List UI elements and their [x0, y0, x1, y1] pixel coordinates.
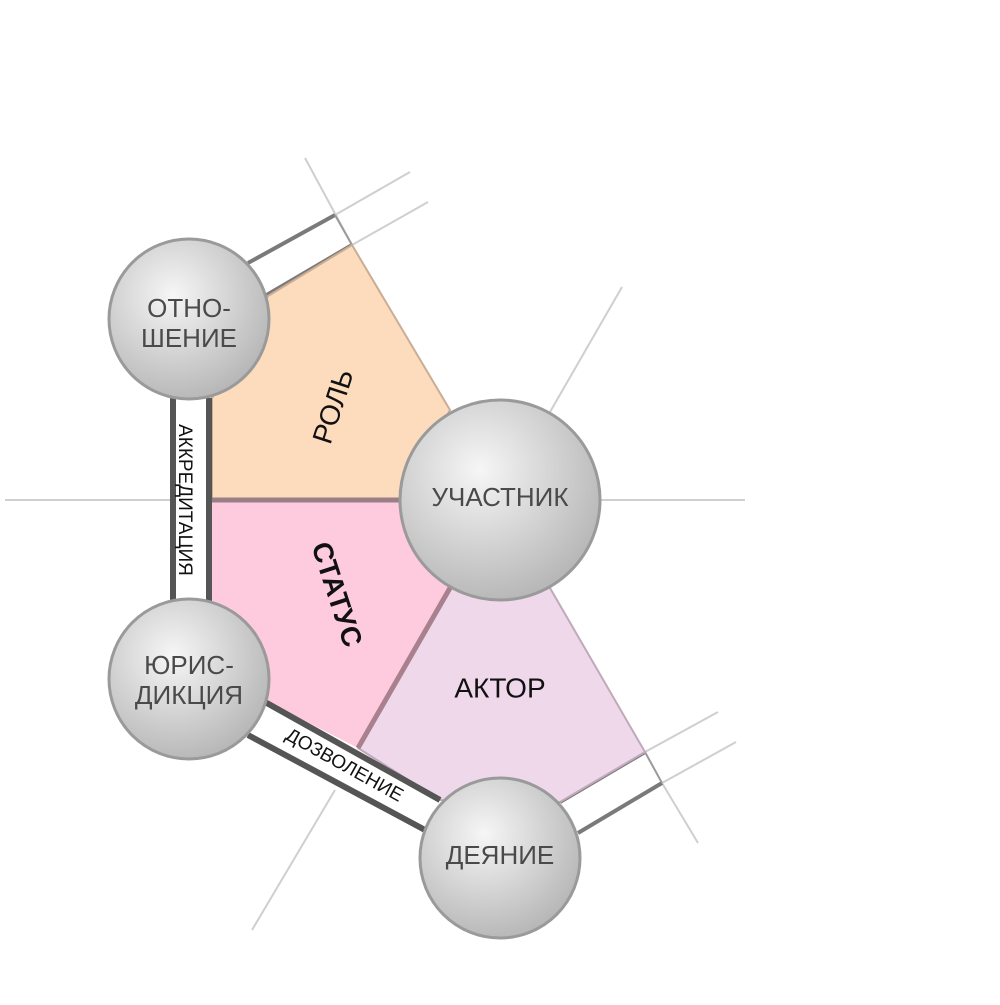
region-status [212, 500, 450, 748]
guide-lines [5, 157, 745, 931]
node-relation-line2: ШЕНИЕ [141, 323, 237, 353]
node-deed: ДЕЯНИЕ [418, 776, 582, 940]
guide-line-lower-right-3 [661, 782, 699, 844]
node-relation: ОТНО- ШЕНИЕ [107, 237, 271, 401]
node-participant: УЧАСТНИК [398, 398, 602, 602]
node-jurisdiction-sphere [107, 597, 271, 761]
permission-band [246, 699, 442, 833]
node-participant-label: УЧАСТНИК [431, 482, 568, 512]
node-relation-sphere [107, 237, 271, 401]
node-participant-sphere [398, 398, 602, 602]
divider-status-actor [355, 586, 453, 750]
node-jurisdiction-line2: ДИКЦИЯ [135, 680, 243, 710]
node-relation-line1: ОТНО- [147, 293, 231, 323]
guide-line-top-2 [334, 171, 411, 216]
node-jurisdiction: ЮРИС- ДИКЦИЯ [107, 597, 271, 761]
guide-line-top-3 [351, 201, 429, 246]
guide-line-upper-right [549, 286, 623, 413]
accreditation-label: АККРЕДИТАЦИЯ [174, 424, 195, 576]
node-jurisdiction-line1: ЮРИС- [144, 650, 234, 680]
guide-line-lower-right-1 [644, 711, 719, 753]
region-actor-label: АКТОР [454, 672, 545, 703]
guide-line-lower-right-2 [661, 741, 737, 784]
node-deed-sphere [418, 776, 582, 940]
node-deed-label: ДЕЯНИЕ [446, 840, 555, 870]
accreditation-band [170, 398, 212, 602]
guide-line-lower-left [251, 789, 336, 931]
